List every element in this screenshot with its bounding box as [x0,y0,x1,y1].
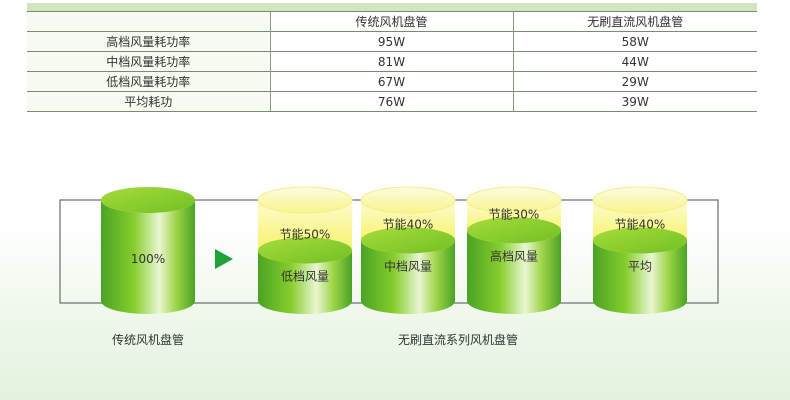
table-cell: 81W [269,51,513,72]
row-label-cell: 中档风量耗功率 [27,51,270,72]
table-cell: 67W [269,71,513,92]
consumption-segment-top [361,227,455,254]
table-row: 平均耗功 76W 39W [27,91,757,112]
table-cell: 95W [269,31,513,52]
table-header-cell: 无刷直流风机盘管 [512,11,757,32]
category-label: 低档风量 [281,270,329,284]
table-cell: 58W [512,31,757,52]
group-label: 无刷直流系列风机盘管 [398,332,518,347]
table-row: 中档风量耗功率 81W 44W [27,51,757,72]
cylinder-layer: 100% 节能50% 低档风量 节能40% 中档风量 节能30% 高档风量 节能40% 平均 [101,186,688,314]
arrow-icon [215,249,233,269]
data-label: 节能40% [615,217,666,231]
consumption-segment [593,240,687,314]
data-label: 节能40% [383,217,434,231]
category-label: 高档风量 [490,248,538,263]
consumption-segment [361,240,455,314]
cylinder-中档风量: 节能40% 中档风量 [360,186,456,314]
consumption-segment [101,200,195,314]
data-label: 节能50% [280,228,331,242]
consumption-segment-top [467,217,561,244]
comparison-table: 传统风机盘管 无刷直流风机盘管 高档风量耗功率 95W 58W 中档风量耗功率 … [27,3,757,112]
data-label: 100% [131,252,165,266]
consumption-segment-top [593,227,687,254]
table-top-bar [27,3,757,12]
consumption-segment [467,230,561,314]
power-comparison-table: 传统风机盘管 无刷直流风机盘管 高档风量耗功率 95W 58W 中档风量耗功率 … [27,3,757,112]
data-label: 节能30% [489,207,540,221]
table-cell: 39W [512,91,757,112]
category-label: 平均 [628,259,652,273]
saving-segment-top [257,186,353,214]
saving-segment-top [592,186,688,214]
table-top-bar-cell [513,3,757,12]
category-label: 中档风量 [384,258,432,273]
table-header-cell: 传统风机盘管 [269,11,513,32]
table-cell: 29W [512,71,757,92]
cylinder-平均: 节能40% 平均 [592,186,688,314]
cylinder-高档风量: 节能30% 高档风量 [466,186,562,314]
table-cell: 44W [512,51,757,72]
consumption-segment-top [258,237,352,264]
row-label-cell: 低档风量耗功率 [27,71,270,92]
consumption-segment [258,250,352,314]
cylinder-低档风量: 节能50% 低档风量 [257,186,353,314]
row-label-cell: 平均耗功 [27,91,270,112]
table-top-bar-cell [27,3,270,12]
group-label: 传统风机盘管 [112,332,184,347]
table-header-cell [27,11,270,32]
cylinder-传统风机盘管: 100% [101,187,195,314]
table-row: 低档风量耗功率 67W 29W [27,71,757,92]
row-label-cell: 高档风量耗功率 [27,31,270,52]
table-header-row: 传统风机盘管 无刷直流风机盘管 [27,11,757,32]
table-row: 高档风量耗功率 95W 58W [27,31,757,52]
saving-segment-top [360,186,456,214]
saving-segment-top [466,186,562,214]
table-cell: 76W [269,91,513,112]
table-top-bar-cell [270,3,513,12]
consumption-segment-top [101,187,195,213]
